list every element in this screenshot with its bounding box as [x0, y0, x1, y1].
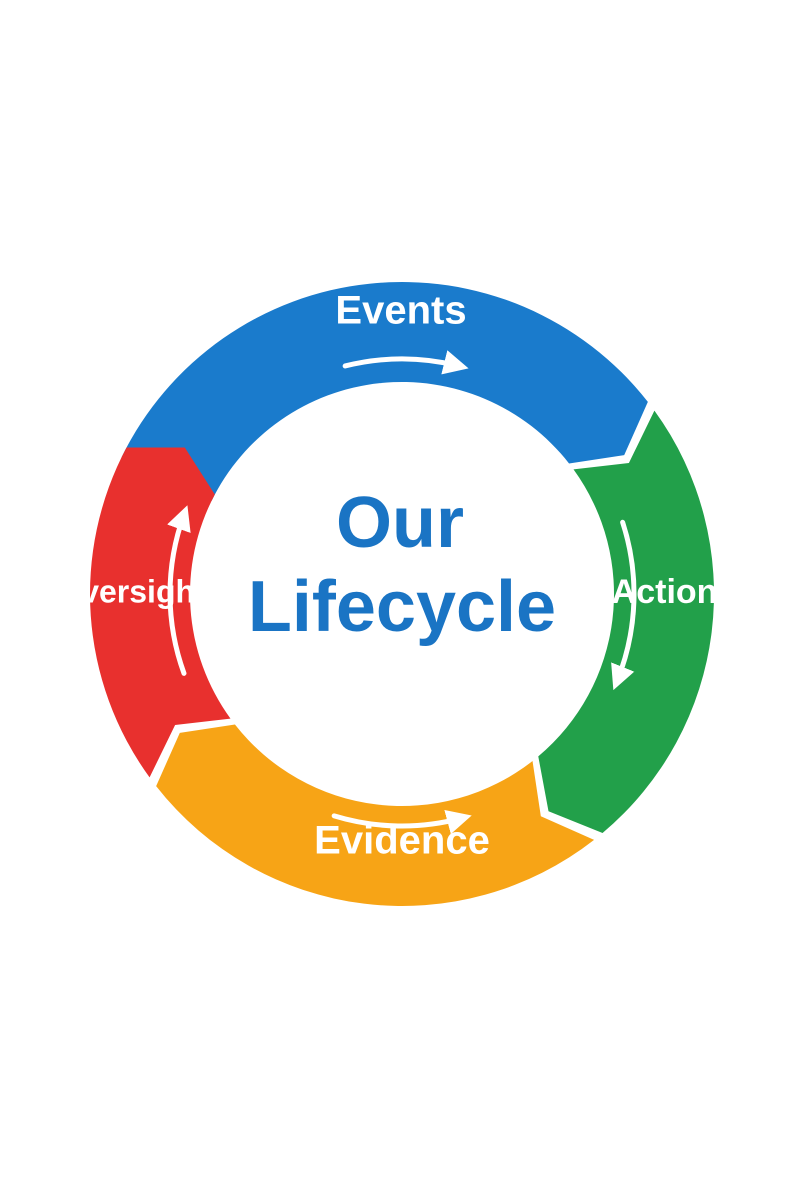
segment-events [121, 282, 648, 502]
curved-arrow-icon [331, 809, 472, 835]
stage-label-oversight: Oversight [56, 573, 206, 609]
ring-segments [89, 282, 715, 907]
stage-label-evidence: Evidence [314, 819, 490, 863]
stage-label-actions: Actions [612, 573, 737, 611]
title-line-1: Our [336, 483, 464, 563]
segment-oversight [89, 447, 231, 778]
title-line-2: Lifecycle [248, 567, 556, 647]
curved-arrow-icon [167, 505, 191, 676]
curved-arrow-icon [611, 519, 637, 691]
curved-arrow-icon [342, 350, 469, 375]
segment-evidence [156, 724, 595, 907]
flow-arrows [167, 350, 637, 835]
stage-label-events: Events [335, 289, 466, 333]
segment-actions [538, 410, 715, 834]
